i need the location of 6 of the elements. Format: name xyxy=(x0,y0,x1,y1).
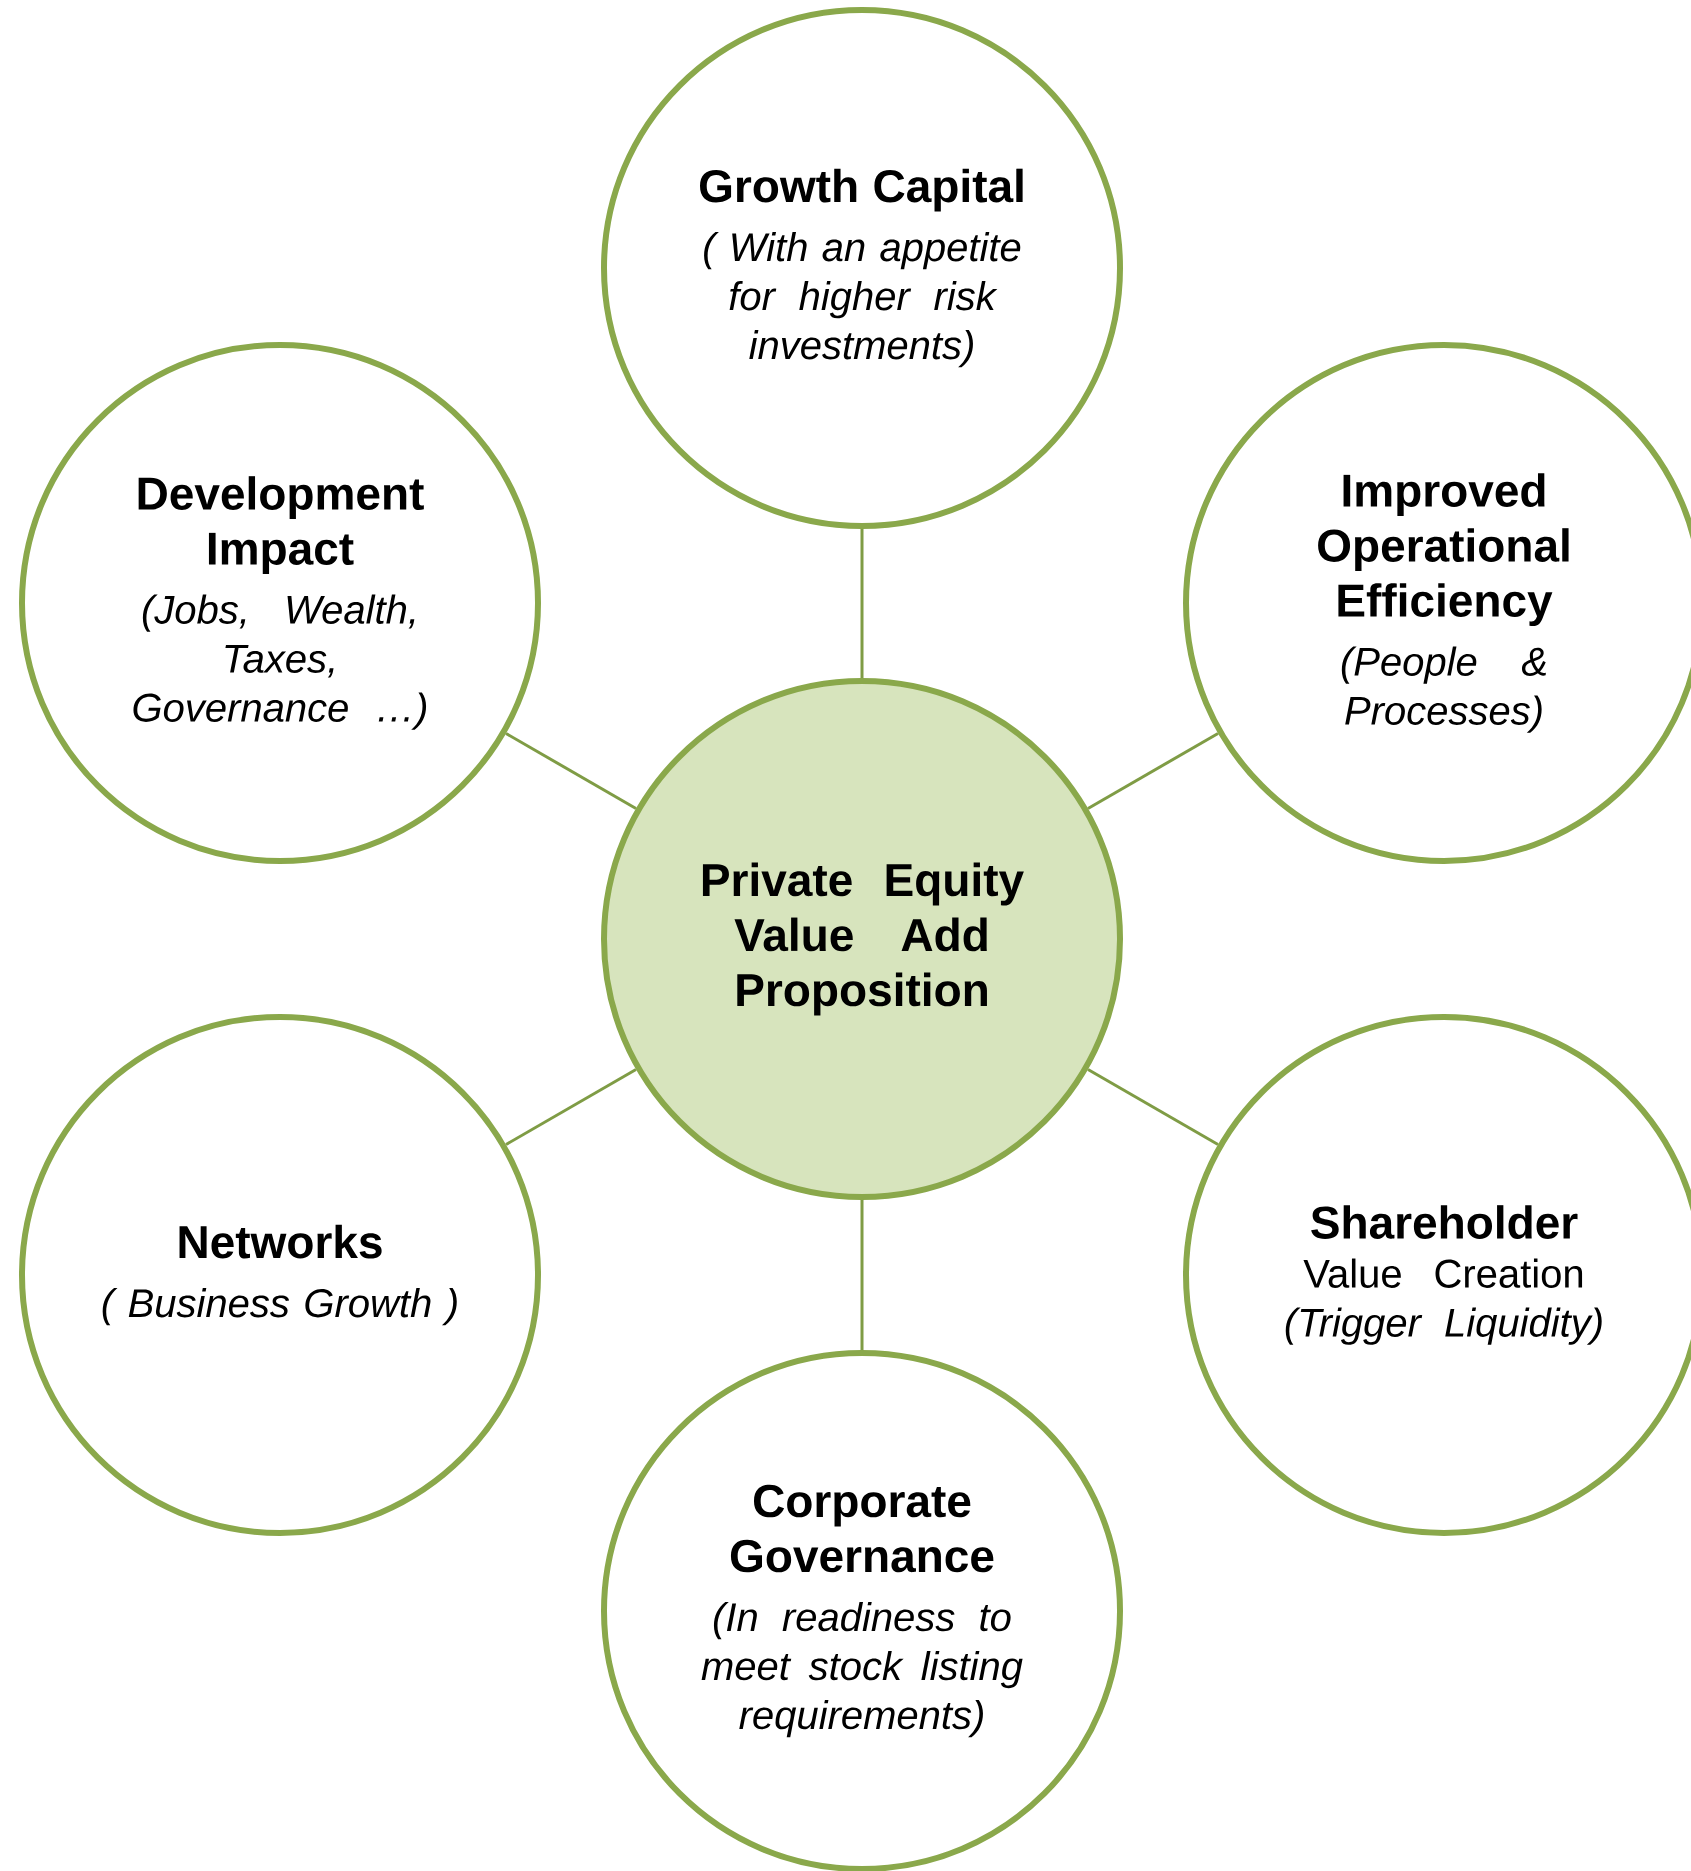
connector-line xyxy=(505,1068,637,1146)
connector-line xyxy=(1087,732,1219,810)
connector-line xyxy=(860,1200,864,1350)
connector-line xyxy=(860,529,864,678)
connector-line xyxy=(1087,1068,1219,1146)
connector-line xyxy=(505,732,637,810)
